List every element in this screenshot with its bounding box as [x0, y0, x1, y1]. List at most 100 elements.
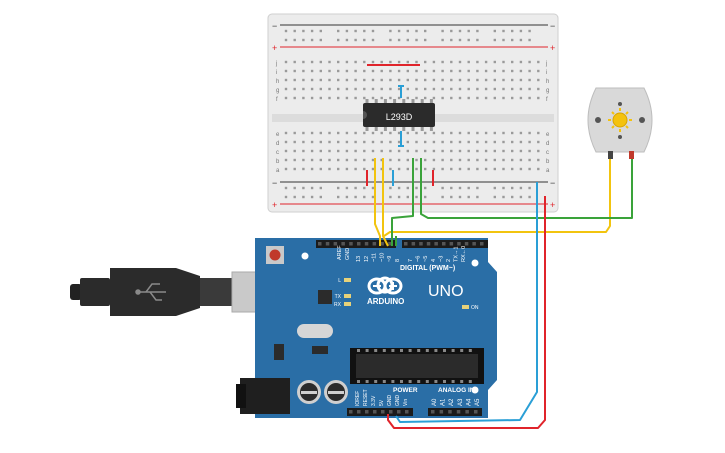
atmega-chip: [350, 348, 484, 384]
wire-red: [387, 204, 546, 429]
analog-pin-label: A1: [441, 398, 447, 406]
wire-yellow: [383, 159, 611, 237]
digital-pin-label: ~10: [379, 253, 385, 262]
power-pin-label: RESET: [363, 389, 369, 406]
wire-green: [391, 158, 414, 246]
usb-icon: [135, 283, 166, 301]
rail-plus-label: +: [550, 43, 555, 53]
digital-pin-label: ~3: [438, 256, 444, 262]
row-letter: b: [276, 159, 280, 165]
arduino-logo-icon: [367, 276, 403, 295]
row-letter: c: [546, 150, 549, 156]
rail-minus-label: −: [550, 178, 555, 188]
wire-green: [420, 158, 633, 219]
voltage-regulator: [274, 344, 284, 360]
led-label-l: L: [338, 278, 341, 284]
row-letter: h: [276, 79, 279, 85]
row-letter: j: [545, 61, 547, 67]
analog-pin-label: A0: [432, 398, 438, 406]
row-letter: e: [546, 132, 550, 138]
chip-label: L293D: [386, 112, 413, 122]
digital-pin-label: 7: [408, 259, 414, 262]
row-letter: j: [275, 61, 277, 67]
breadboard-holes: [284, 29, 540, 199]
analog-pin-label: A3: [458, 398, 464, 406]
rail-plus-label: +: [272, 200, 277, 210]
row-letter: f: [546, 97, 548, 103]
status-leds: L TX RX ON: [334, 278, 479, 311]
row-letter: d: [276, 141, 279, 147]
analog-pin-label: A2: [449, 398, 455, 406]
digital-pin-label: ~11: [372, 253, 378, 262]
digital-pin-label: 8: [395, 259, 401, 262]
regulator: [312, 346, 328, 354]
row-letter: g: [276, 88, 279, 94]
l293d-chip[interactable]: L293D: [363, 99, 435, 131]
reset-button[interactable]: [266, 246, 284, 264]
digital-pin-label: 12: [364, 256, 370, 262]
wire-yellow: [374, 158, 381, 246]
rail-minus-label: −: [272, 21, 277, 31]
analog-header-label: ANALOG IN: [438, 387, 475, 394]
led-label-tx: TX: [335, 294, 342, 300]
power-pin-label: GND: [387, 395, 393, 407]
rail-minus-label: −: [272, 178, 277, 188]
row-letter: h: [546, 79, 549, 85]
power-pin-label: GND: [395, 395, 401, 407]
row-letter: a: [546, 168, 550, 174]
dc-motor[interactable]: [587, 87, 653, 159]
digital-pin-label: TX→1: [454, 246, 460, 262]
analog-header[interactable]: [428, 408, 482, 416]
power-jack[interactable]: [236, 378, 290, 414]
digital-header-label: DIGITAL (PWM~): [400, 265, 455, 272]
row-letter: i: [276, 70, 277, 76]
crystal-oscillator: [297, 324, 333, 338]
board-model: UNO: [428, 283, 464, 300]
capacitor: [297, 380, 321, 404]
power-pin-label: 5V: [379, 399, 385, 406]
row-letter: g: [546, 88, 549, 94]
digital-pin-label: ~5: [423, 256, 429, 262]
rail-plus-label: +: [272, 43, 277, 53]
wire-yellow: [382, 158, 389, 247]
digital-pin-label: 2: [446, 259, 452, 262]
power-header[interactable]: [347, 408, 413, 416]
analog-pin-label: A4: [466, 398, 472, 406]
power-pin-label: 3.3V: [371, 395, 377, 406]
pin-label-gnd: GND: [345, 248, 351, 260]
capacitor: [324, 380, 348, 404]
breadboard-jumpers: [366, 64, 434, 186]
digital-pin-label: ~6: [416, 256, 422, 262]
row-letter: b: [546, 159, 550, 165]
usb-cable[interactable]: [70, 268, 265, 316]
row-letter: c: [276, 150, 279, 156]
row-letter: f: [276, 97, 278, 103]
led-label-rx: RX: [334, 302, 342, 308]
power-pin-label: IOREF: [355, 391, 361, 406]
motor-shaft-icon: [608, 108, 632, 132]
power-pin-label: Vin: [403, 399, 409, 406]
usb-controller-chip: [318, 290, 332, 304]
rail-plus-label: +: [550, 200, 555, 210]
row-letter: a: [276, 168, 280, 174]
digital-header[interactable]: [316, 240, 488, 248]
digital-pin-label: RX←0: [461, 246, 467, 262]
row-letter: i: [546, 70, 547, 76]
rail-minus-label: −: [550, 21, 555, 31]
row-letter: e: [276, 132, 280, 138]
digital-pin-label: ~9: [387, 256, 393, 262]
digital-pin-label: 4: [431, 259, 437, 262]
wire-blue: [395, 182, 538, 423]
digital-pin-label: 13: [356, 256, 362, 262]
led-label-on: ON: [471, 305, 479, 311]
pin-label-aref: AREF: [337, 245, 343, 260]
row-letter: d: [546, 141, 549, 147]
analog-pin-label: A5: [475, 398, 481, 406]
power-header-label: POWER: [393, 387, 418, 394]
